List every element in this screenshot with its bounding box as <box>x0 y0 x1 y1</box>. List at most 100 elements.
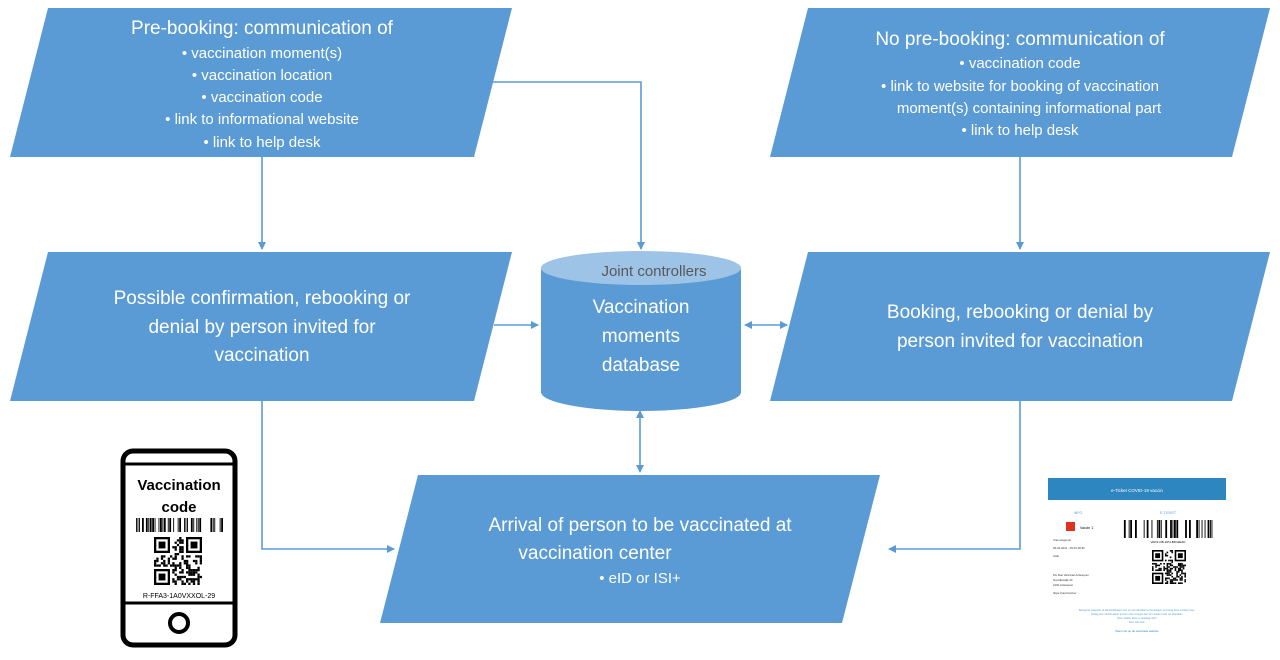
qr-module <box>154 562 157 565</box>
barcode-bar <box>158 518 160 532</box>
qr-module <box>1179 582 1182 584</box>
barcode-bar <box>1156 520 1158 538</box>
barcode-bar <box>1143 520 1145 538</box>
qr-module <box>186 571 189 574</box>
qr-module <box>1174 569 1177 572</box>
qr-module <box>170 555 173 558</box>
arrow-confirmation-to-arrival <box>261 401 395 553</box>
qr-module <box>156 564 159 567</box>
qr-module <box>1176 571 1178 573</box>
qr-module <box>174 582 177 585</box>
qr-module <box>181 557 184 560</box>
qr-module <box>179 566 182 569</box>
barcode-bar <box>1210 520 1211 538</box>
eticket-header-text: e-Ticket COVID-19 vaccin <box>1111 488 1163 493</box>
qr-module <box>1179 577 1182 580</box>
qr-module <box>1176 579 1178 581</box>
qr-module <box>188 569 191 572</box>
eticket-info-line: Noordlandijk 40 <box>1053 578 1073 582</box>
barcode-bar <box>210 518 213 532</box>
qr-module <box>181 555 184 558</box>
qr-module <box>1173 577 1175 580</box>
prebooking-title: Pre-booking: communication of <box>131 18 394 39</box>
booking-line: person invited for vaccination <box>897 331 1143 352</box>
phone-home-button <box>168 612 190 634</box>
qr-module <box>1179 569 1182 572</box>
qr-module <box>197 580 200 583</box>
qr-module <box>176 543 180 547</box>
barcode-bar <box>214 518 216 532</box>
barcode-bar <box>142 518 144 532</box>
qr-module <box>1181 566 1183 568</box>
qr-module <box>1181 577 1183 580</box>
qr-module <box>174 557 177 560</box>
qr-module <box>1166 562 1169 565</box>
qr-module <box>172 557 175 560</box>
qr-module <box>190 569 193 572</box>
qr-module <box>1171 580 1174 583</box>
qr-module <box>1179 574 1182 576</box>
qr-module <box>174 546 177 549</box>
qr-module <box>1164 579 1167 581</box>
qr-module <box>1155 566 1157 568</box>
qr-module <box>163 559 166 563</box>
prebooking-shape <box>10 8 512 157</box>
database-top <box>541 251 741 285</box>
qr-module <box>1169 579 1172 581</box>
qr-module <box>1174 566 1177 568</box>
qr-module <box>1184 572 1186 575</box>
qr-module <box>1168 572 1170 575</box>
qr-module <box>1173 566 1175 568</box>
confirmation-line: vaccination <box>214 345 309 366</box>
qr-module <box>176 578 180 581</box>
eticket-info-label: INFO <box>1074 511 1083 515</box>
barcode-bar <box>1165 520 1168 538</box>
booking-shape <box>770 252 1270 401</box>
qr-module <box>167 557 170 560</box>
qr-module <box>1184 580 1186 583</box>
qr-module <box>1181 575 1183 578</box>
barcode-bar <box>169 518 172 532</box>
qr-module <box>1184 575 1186 578</box>
qr-module <box>1169 569 1172 572</box>
qr-module <box>1184 579 1186 581</box>
qr-module <box>172 564 175 567</box>
qr-module <box>181 582 184 585</box>
arrow-booking-to-arrival <box>888 401 1021 553</box>
qr-finder-core <box>1177 553 1183 559</box>
qr-module <box>1179 564 1182 567</box>
qr-module <box>1168 559 1170 562</box>
barcode-bar <box>1172 520 1174 538</box>
eticket-info-line: Volle <box>1053 554 1060 558</box>
qr-module <box>1179 566 1182 568</box>
qr-module <box>197 566 200 569</box>
qr-module <box>1174 582 1177 584</box>
phone-qr-code <box>154 537 202 585</box>
qr-module <box>1181 582 1183 584</box>
qr-module <box>1168 566 1170 568</box>
barcode-bar <box>163 518 166 532</box>
barcode-bar <box>193 518 195 532</box>
qr-module <box>179 562 182 565</box>
qr-module <box>156 559 159 563</box>
qr-finder-core <box>158 541 166 549</box>
qr-module <box>1156 564 1159 567</box>
qr-module <box>192 582 196 585</box>
barcode-bar <box>1130 520 1132 538</box>
qr-module <box>1163 566 1165 568</box>
qr-module <box>1169 574 1172 576</box>
database-line: database <box>602 355 680 376</box>
prebooking-item: • vaccination location <box>192 67 332 84</box>
eticket-info-line: Vrai Langenuit <box>1053 538 1071 542</box>
eticket-footer-link[interactable]: Meer info op de vaccinatie website <box>1116 629 1159 633</box>
qr-finder-core <box>190 541 198 549</box>
qr-module <box>174 569 177 572</box>
qr-module <box>1173 582 1175 584</box>
qr-module <box>181 580 184 583</box>
qr-module <box>176 564 180 567</box>
barcode-bar <box>219 518 221 532</box>
qr-module <box>1163 567 1165 570</box>
qr-module <box>1181 572 1183 575</box>
